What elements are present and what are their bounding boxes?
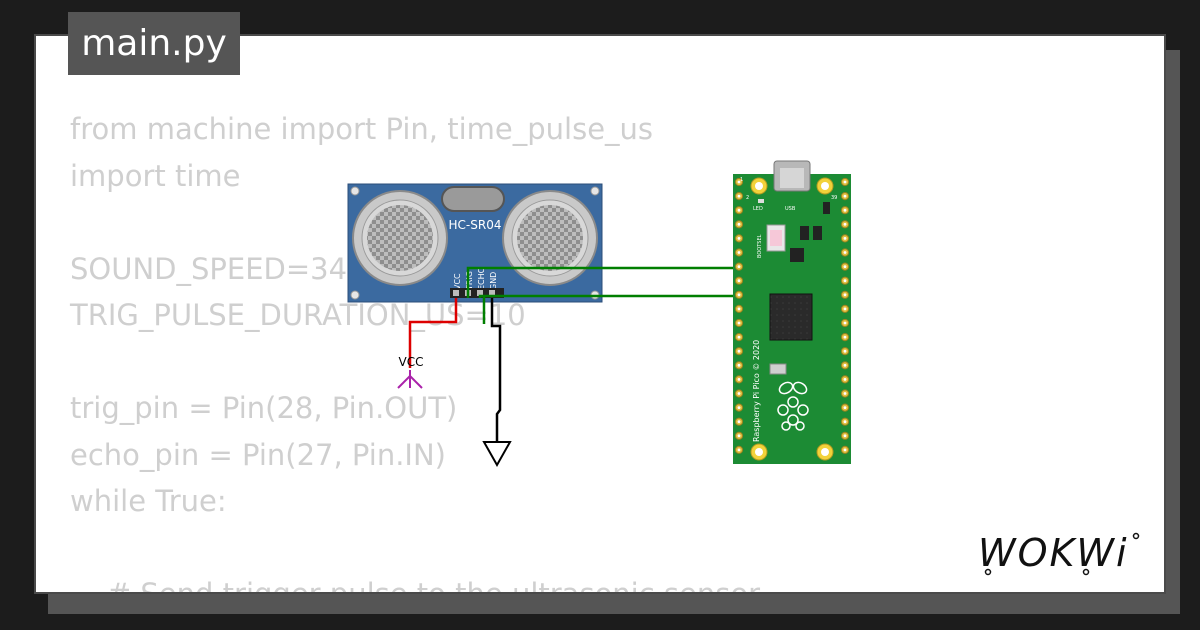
pico-pin-hole — [843, 406, 847, 409]
pico-pin-hole — [737, 307, 741, 311]
transducer-right — [502, 190, 598, 286]
rp2040-chip — [769, 293, 813, 341]
wire-trig[interactable] — [466, 266, 845, 298]
pico-pin-hole — [737, 321, 741, 325]
smd-component — [813, 226, 822, 240]
pico-pin-hole — [843, 378, 847, 381]
pico-pin-hole — [737, 406, 741, 409]
pico-pin-hole — [737, 349, 741, 353]
pin-number-2: 2 — [746, 195, 749, 201]
pico-pin-hole — [843, 293, 847, 297]
mount-hole — [590, 186, 600, 196]
pico-pin-hole — [737, 434, 741, 438]
wires — [408, 266, 845, 442]
pico-pin-hole — [843, 222, 847, 226]
wire-gnd[interactable] — [490, 298, 502, 442]
pico-pin-hole — [737, 392, 741, 395]
ultrasonic-sensor[interactable]: HC-SR04 VCC TRIG ECHO GND — [347, 183, 603, 303]
file-tab-main[interactable]: main.py — [68, 12, 240, 75]
pin-label-vcc: VCC — [453, 273, 462, 290]
pico-pin-hole — [737, 420, 741, 424]
code-line: while True: — [70, 484, 227, 518]
pin-row-right — [840, 177, 850, 454]
pico-pin-hole — [737, 265, 741, 268]
pico-pin-hole — [737, 180, 741, 184]
mount-hole — [350, 290, 360, 300]
code-line: trig_pin = Pin(28, Pin.OUT) — [70, 391, 458, 425]
code-line: # Send trigger pulse to the ultrasonic s… — [70, 577, 761, 594]
crystal-oscillator — [441, 186, 505, 212]
wire-echo[interactable] — [478, 294, 845, 298]
code-line: echo_pin = Pin(27, Pin.IN) — [70, 437, 446, 472]
pico-pin-hole — [843, 307, 847, 311]
pico-pin-hole — [737, 194, 741, 198]
wokwi-logo-text: WOKWi — [978, 531, 1129, 575]
pico-pin-hole — [737, 237, 741, 240]
pico-pin-hole — [843, 349, 847, 353]
bootsel-label: BOOTSEL — [757, 234, 763, 258]
sensor-model-label: HC-SR04 — [449, 218, 502, 232]
led-indicator — [758, 199, 764, 203]
board-text: Raspberry Pi Pico © 2020 — [752, 340, 761, 442]
pico-pin-hole — [737, 251, 741, 254]
raspberry-pi-pico[interactable]: 2 1 39 LED USB BOOTSEL Raspberry Pi Pico… — [733, 160, 851, 464]
mount-hole — [350, 186, 360, 196]
pin-echo[interactable] — [477, 290, 483, 296]
pin-number-39: 39 — [831, 195, 837, 201]
wokwi-logo: WOKWi — [978, 531, 1140, 576]
pico-pin-hole — [843, 279, 847, 283]
pico-pin-hole — [737, 222, 741, 226]
bootsel-button-cap — [770, 230, 782, 246]
pico-pin-hole — [843, 363, 847, 367]
smd-component — [800, 226, 809, 240]
pin-vcc[interactable] — [453, 290, 459, 296]
pico-pin-hole — [737, 448, 741, 452]
pico-pin-hole — [843, 237, 847, 240]
ground-symbol[interactable] — [482, 441, 512, 468]
vcc-label: VCC — [399, 355, 424, 369]
pico-pin-hole — [843, 265, 847, 268]
pico-pin-hole — [843, 208, 847, 212]
smd-component — [823, 202, 830, 214]
code-line: from machine import Pin, time_pulse_us — [70, 112, 654, 146]
pico-pin-hole — [843, 251, 847, 254]
pico-pin-hole — [843, 180, 847, 184]
pico-pin-hole — [843, 194, 847, 198]
pin-label-gnd: GND — [489, 272, 498, 290]
raspberry-pi-logo-icon — [777, 381, 809, 431]
pico-pin-hole — [737, 208, 741, 212]
wire-vcc[interactable] — [408, 298, 458, 368]
pico-pin-hole — [737, 335, 741, 339]
usb-label: USB — [785, 206, 796, 212]
pico-pin-hole — [737, 279, 741, 283]
pico-pin-hole — [737, 363, 741, 367]
code-line: TRIG_PULSE_DURATION_US=10 — [70, 298, 526, 332]
pin-label-echo: ECHO — [477, 267, 486, 290]
led-label: LED — [753, 206, 763, 212]
pico-pin-hole — [843, 335, 847, 339]
test-pad — [769, 363, 787, 375]
code-line: SOUND_SPEED=340 — [70, 251, 366, 286]
pin-row-left — [734, 177, 744, 454]
pin-number-1: 1 — [740, 177, 743, 183]
vcc-power-symbol[interactable]: VCC — [397, 355, 424, 389]
transducer-left — [352, 190, 448, 286]
code-line: import time — [70, 158, 241, 193]
pico-pin-hole — [843, 321, 847, 325]
pico-pin-hole — [737, 293, 741, 297]
pico-pin-hole — [843, 420, 847, 424]
smd-component — [790, 248, 804, 262]
pico-pin-hole — [843, 448, 847, 452]
pin-label-trig: TRIG — [465, 271, 474, 291]
pico-pin-hole — [843, 434, 847, 438]
pin-gnd[interactable] — [489, 290, 495, 296]
pico-pin-hole — [737, 378, 741, 381]
pico-pin-hole — [843, 392, 847, 395]
